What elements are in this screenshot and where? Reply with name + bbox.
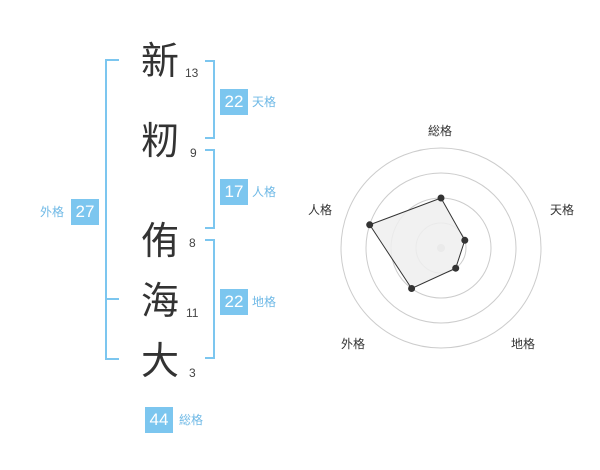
- chikaku-bracket: [205, 239, 215, 359]
- stroke-count-5: 3: [189, 366, 196, 380]
- jinkaku-bracket: [205, 149, 215, 229]
- jinkaku-label: 人格: [252, 185, 277, 199]
- name-char-5: 大: [140, 339, 179, 383]
- radar-point-5: [366, 221, 374, 229]
- tenkaku-bracket: [205, 60, 215, 139]
- name-char-2: 籾: [140, 119, 179, 163]
- stroke-count-3: 8: [189, 236, 196, 250]
- radar-point-2: [461, 236, 469, 244]
- radar-axis-label-tenkaku: 天格: [550, 203, 575, 217]
- radar-axis-label-jinkaku: 人格: [308, 203, 333, 217]
- radar-axis-label-chikaku: 地格: [511, 337, 536, 351]
- radar-point-4: [408, 285, 416, 292]
- gaikaku-bracket-tick: [105, 298, 119, 300]
- soukaku-score: 44: [145, 407, 173, 433]
- radar-axis-label-soukaku: 総格: [428, 124, 453, 138]
- gaikaku-score: 27: [71, 199, 99, 225]
- radar-point-3: [452, 264, 460, 272]
- jinkaku-score: 17: [220, 179, 248, 205]
- radar-point-1: [437, 194, 445, 202]
- chikaku-score: 22: [220, 289, 248, 315]
- radar-axis-label-gaikaku: 外格: [341, 337, 366, 351]
- name-char-4: 海: [140, 279, 179, 323]
- stroke-count-2: 9: [190, 146, 197, 160]
- soukaku-label: 総格: [179, 413, 204, 427]
- chikaku-label: 地格: [252, 295, 277, 309]
- tenkaku-label: 天格: [252, 95, 277, 109]
- stroke-count-1: 13: [185, 66, 199, 80]
- name-char-1: 新: [140, 39, 179, 83]
- radar-polygon: [368, 197, 466, 290]
- name-char-3: 侑: [140, 219, 179, 263]
- radar-ring-3: [365, 172, 517, 324]
- tenkaku-score: 22: [220, 89, 248, 115]
- gaikaku-bracket: [105, 59, 119, 360]
- stroke-count-4: 11: [186, 306, 199, 320]
- gaikaku-label: 外格: [40, 205, 65, 219]
- radar-ring-4: [340, 147, 542, 349]
